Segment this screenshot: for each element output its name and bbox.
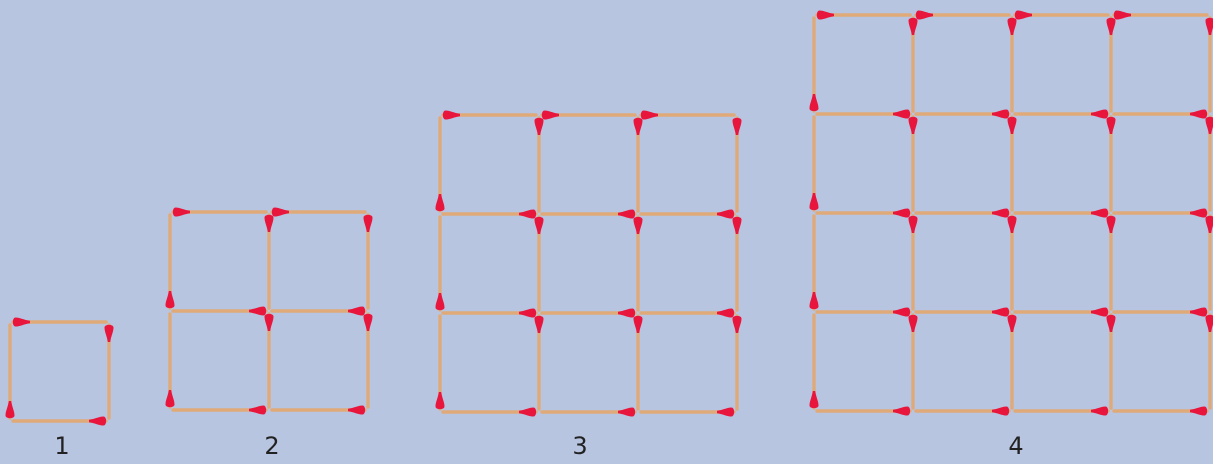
matchstick-h-0-2 (641, 111, 734, 120)
matchstick-v-4-1 (1206, 117, 1213, 210)
matchstick-h-0-0 (443, 111, 536, 120)
matchstick-h-3-2 (641, 408, 734, 417)
matchstick-v-0-0 (436, 118, 445, 211)
matchstick-h-2-1 (916, 209, 1009, 218)
figure-3-label: 3 (572, 434, 587, 458)
matchstick-v-2-0 (634, 118, 643, 211)
matchstick-h-2-0 (443, 309, 536, 318)
matchstick-v-1-0 (105, 325, 114, 418)
matchstick-v-3-2 (1107, 216, 1116, 309)
figure-4-label: 4 (1008, 434, 1023, 458)
matchstick-figure-4 (810, 11, 1213, 416)
matchstick-v-0-0 (6, 325, 15, 418)
matchstick-v-1-0 (265, 215, 274, 308)
matchstick-h-2-1 (272, 406, 365, 415)
matchstick-h-3-2 (1015, 308, 1108, 317)
matchstick-h-0-1 (916, 11, 1009, 20)
matchstick-h-1-0 (173, 307, 266, 316)
matchstick-v-1-3 (909, 315, 918, 408)
matchstick-v-2-3 (1008, 315, 1017, 408)
matchstick-h-2-2 (641, 309, 734, 318)
matchstick-h-3-0 (443, 408, 536, 417)
matchstick-h-2-3 (1114, 209, 1207, 218)
matchstick-figure-1 (6, 318, 114, 426)
matchstick-v-0-3 (810, 315, 819, 408)
matchstick-h-0-1 (542, 111, 635, 120)
matchstick-v-4-2 (1206, 216, 1213, 309)
figure-1-label: 1 (54, 434, 69, 458)
matchstick-h-1-2 (641, 210, 734, 219)
matchstick-v-0-0 (166, 215, 175, 308)
matchstick-h-1-0 (13, 417, 106, 426)
matchstick-h-2-0 (173, 406, 266, 415)
matchstick-v-0-1 (436, 217, 445, 310)
matchstick-h-1-0 (817, 110, 910, 119)
matchstick-v-4-3 (1206, 315, 1213, 408)
matchstick-h-1-1 (542, 210, 635, 219)
matchstick-v-3-1 (733, 217, 742, 310)
matchstick-h-4-3 (1114, 407, 1207, 416)
matchstick-h-0-1 (272, 208, 365, 217)
matchstick-v-2-0 (364, 215, 373, 308)
matchstick-h-1-2 (1015, 110, 1108, 119)
matchstick-h-0-2 (1015, 11, 1108, 20)
matchstick-h-0-0 (13, 318, 106, 327)
matchstick-v-3-1 (1107, 117, 1116, 210)
matchstick-figure-3 (436, 111, 742, 417)
matchstick-v-3-2 (733, 316, 742, 409)
matchstick-h-0-0 (173, 208, 266, 217)
matchstick-h-1-1 (916, 110, 1009, 119)
matchstick-h-1-0 (443, 210, 536, 219)
matchstick-v-0-1 (810, 117, 819, 210)
matchstick-v-0-2 (436, 316, 445, 409)
matchstick-h-4-2 (1015, 407, 1108, 416)
matchstick-h-1-1 (272, 307, 365, 316)
matchstick-v-2-2 (634, 316, 643, 409)
matchstick-figure-2 (166, 208, 373, 415)
matchstick-v-2-1 (364, 314, 373, 407)
matchstick-h-3-1 (916, 308, 1009, 317)
matchstick-h-3-1 (542, 408, 635, 417)
matchstick-v-3-3 (1107, 315, 1116, 408)
matchstick-h-3-3 (1114, 308, 1207, 317)
matchstick-v-2-2 (1008, 216, 1017, 309)
matchstick-v-0-1 (166, 314, 175, 407)
matchstick-h-0-0 (817, 11, 910, 20)
matchstick-v-2-1 (1008, 117, 1017, 210)
matchstick-v-1-2 (909, 216, 918, 309)
matchstick-v-0-2 (810, 216, 819, 309)
matchstick-h-0-3 (1114, 11, 1207, 20)
matchstick-v-1-1 (909, 117, 918, 210)
matchstick-h-2-1 (542, 309, 635, 318)
matchstick-h-2-2 (1015, 209, 1108, 218)
matchstick-v-0-0 (810, 18, 819, 111)
matchstick-v-1-1 (535, 217, 544, 310)
matchstick-h-3-0 (817, 308, 910, 317)
figure-2-label: 2 (264, 434, 279, 458)
matchstick-h-2-0 (817, 209, 910, 218)
matchstick-v-2-1 (634, 217, 643, 310)
matchstick-h-4-1 (916, 407, 1009, 416)
matchstick-v-1-0 (909, 18, 918, 111)
matchstick-h-1-3 (1114, 110, 1207, 119)
matchstick-v-3-0 (1107, 18, 1116, 111)
matchstick-v-1-2 (535, 316, 544, 409)
matchstick-v-1-1 (265, 314, 274, 407)
matchstick-v-4-0 (1206, 18, 1213, 111)
matchstick-v-2-0 (1008, 18, 1017, 111)
matchstick-h-4-0 (817, 407, 910, 416)
matchstick-v-1-0 (535, 118, 544, 211)
matchstick-v-3-0 (733, 118, 742, 211)
